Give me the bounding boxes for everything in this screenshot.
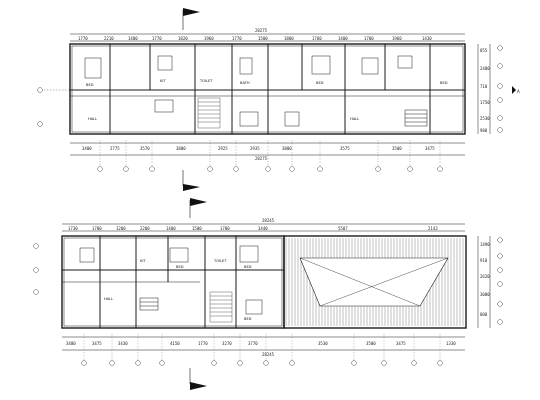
dimension-text: 710 <box>480 84 488 89</box>
roof-outline <box>283 235 467 329</box>
dimension-text: 980 <box>480 128 488 133</box>
dimension-text: 3770 <box>248 341 258 346</box>
dimension-text: 3400 <box>66 341 76 346</box>
stair <box>209 291 233 323</box>
dimension-text: 3800 <box>176 146 186 151</box>
dimension-text: 3475 <box>425 146 435 151</box>
lower-plan-labels: 28245 28245 1730 1780 1200 2200 1400 150… <box>66 218 490 357</box>
dimension-text: 3570 <box>140 146 150 151</box>
bed-furniture <box>169 247 189 263</box>
dimension-text: 3475 <box>92 341 102 346</box>
dimension-text: 1490 <box>480 242 490 247</box>
grid-lines <box>83 334 441 360</box>
dimension-text: 1730 <box>68 226 78 231</box>
dimension-text: 3800 <box>282 146 292 151</box>
courtyard <box>299 257 449 307</box>
section-arrow-icon <box>183 8 200 16</box>
room-label: TOILET <box>213 259 227 263</box>
dimension-text: 1750 <box>480 100 490 105</box>
dimension-text: 910 <box>480 258 488 263</box>
grid-bubbles <box>97 166 443 172</box>
room-label: HALL <box>350 117 359 121</box>
section-arrow-icon <box>512 86 516 94</box>
dimension-text: 855 <box>480 48 488 53</box>
dimension-text: 3000 <box>480 292 490 297</box>
bed-furniture <box>84 57 102 79</box>
table-furniture <box>157 55 173 71</box>
dimension-text: 3440 <box>258 226 268 231</box>
room-label: TOILET <box>199 79 213 83</box>
room-label: BED <box>244 317 252 321</box>
dimension-text: 2530 <box>480 116 490 121</box>
upper-floor-plan <box>37 8 516 191</box>
upper-plan-labels: 28275 28275 1770 2210 1400 1770 1820 196… <box>78 28 520 161</box>
dimension-text: 2935 <box>250 146 260 151</box>
room-label: HALL <box>88 117 97 121</box>
dimension-text: 4150 <box>170 341 180 346</box>
room-label: BED <box>176 265 184 269</box>
room-label: BED <box>244 265 252 269</box>
overall-dimension: 28245 <box>262 352 275 357</box>
dimension-text: 1780 <box>92 226 102 231</box>
dimension-text: 1400 <box>338 36 348 41</box>
dimension-text: 3500 <box>392 146 402 151</box>
dimension-text: 1400 <box>128 36 138 41</box>
dimension-text: 1430 <box>422 36 432 41</box>
dimension-text: 2400 <box>480 66 490 71</box>
dimension-text: 1770 <box>78 36 88 41</box>
dimension-text: 3400 <box>82 146 92 151</box>
room-label: BATH <box>240 81 250 85</box>
lower-floor-plan <box>33 198 503 390</box>
overall-dimension: 28275 <box>255 28 268 33</box>
dimension-text: 2620 <box>480 274 490 279</box>
section-arrow-icon <box>190 382 207 390</box>
dimension-text: 1760 <box>312 36 322 41</box>
dimension-text: 1200 <box>116 226 126 231</box>
dimension-text: 1770 <box>152 36 162 41</box>
dimension-text: 1330 <box>446 341 456 346</box>
dimension-text: 3270 <box>222 341 232 346</box>
grid-bubbles <box>81 360 443 366</box>
room-label: KIT <box>140 259 146 263</box>
dimension-text: 800 <box>480 312 488 317</box>
room-label: KIT <box>160 79 166 83</box>
table-furniture <box>311 55 331 75</box>
dimension-text: 2925 <box>218 146 228 151</box>
dimension-text: 1400 <box>166 226 176 231</box>
dimension-text: 1820 <box>178 36 188 41</box>
dimension-text: 1700 <box>364 36 374 41</box>
dimension-text: 1960 <box>204 36 214 41</box>
dimension-text: 3575 <box>340 146 350 151</box>
dimension-text: 5507 <box>338 226 348 231</box>
dimension-text: 3475 <box>396 341 406 346</box>
dimension-text: 1500 <box>258 36 268 41</box>
section-marker-label: A <box>517 89 520 94</box>
section-arrow-icon <box>190 198 207 206</box>
overall-dimension: 28275 <box>255 156 268 161</box>
grid-lines <box>99 140 441 166</box>
room-label: BED <box>86 83 94 87</box>
dimension-text: 1770 <box>232 36 242 41</box>
dimension-text: 2200 <box>140 226 150 231</box>
room-label: BED <box>440 81 448 85</box>
dimension-text: 2143 <box>428 226 438 231</box>
dimension-text: 3430 <box>118 341 128 346</box>
dimension-text: 3500 <box>366 341 376 346</box>
overall-dimension: 28245 <box>262 218 275 223</box>
dimension-text: 1960 <box>392 36 402 41</box>
room-label: HALL <box>104 297 113 301</box>
dimension-text: 1780 <box>220 226 230 231</box>
dimension-text: 1770 <box>198 341 208 346</box>
stair <box>197 97 221 129</box>
dimension-text: 1800 <box>284 36 294 41</box>
grid-bubbles-right <box>497 45 503 133</box>
dimension-text: 2210 <box>104 36 114 41</box>
room-label: BED <box>316 81 324 85</box>
dimension-text: 3530 <box>318 341 328 346</box>
dimension-text: 1500 <box>192 226 202 231</box>
section-arrow-icon <box>183 184 200 191</box>
dimension-text: 2775 <box>110 146 120 151</box>
